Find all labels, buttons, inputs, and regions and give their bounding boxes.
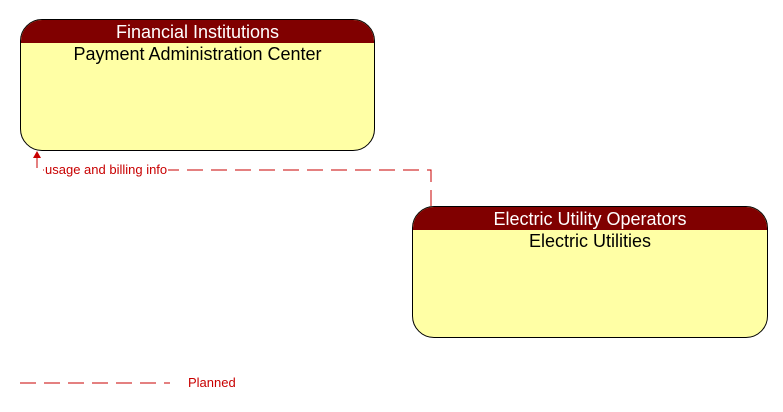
flow-label-usage-billing[interactable]: usage and billing info (44, 162, 169, 177)
electric-utilities-node[interactable]: Electric Utility Operators Electric Util… (412, 206, 768, 338)
flow-line-usage-billing[interactable] (36, 156, 432, 206)
flow-arrowhead-icon (33, 151, 41, 158)
payment-administration-center-node[interactable]: Financial Institutions Payment Administr… (20, 19, 375, 151)
electric-utilities-label: Electric Utilities (528, 231, 652, 251)
electric-utility-operators-header: Electric Utility Operators (413, 207, 767, 230)
legend-planned-label: Planned (188, 375, 236, 390)
payment-administration-center-label: Payment Administration Center (73, 44, 322, 64)
financial-institutions-header: Financial Institutions (21, 20, 374, 43)
